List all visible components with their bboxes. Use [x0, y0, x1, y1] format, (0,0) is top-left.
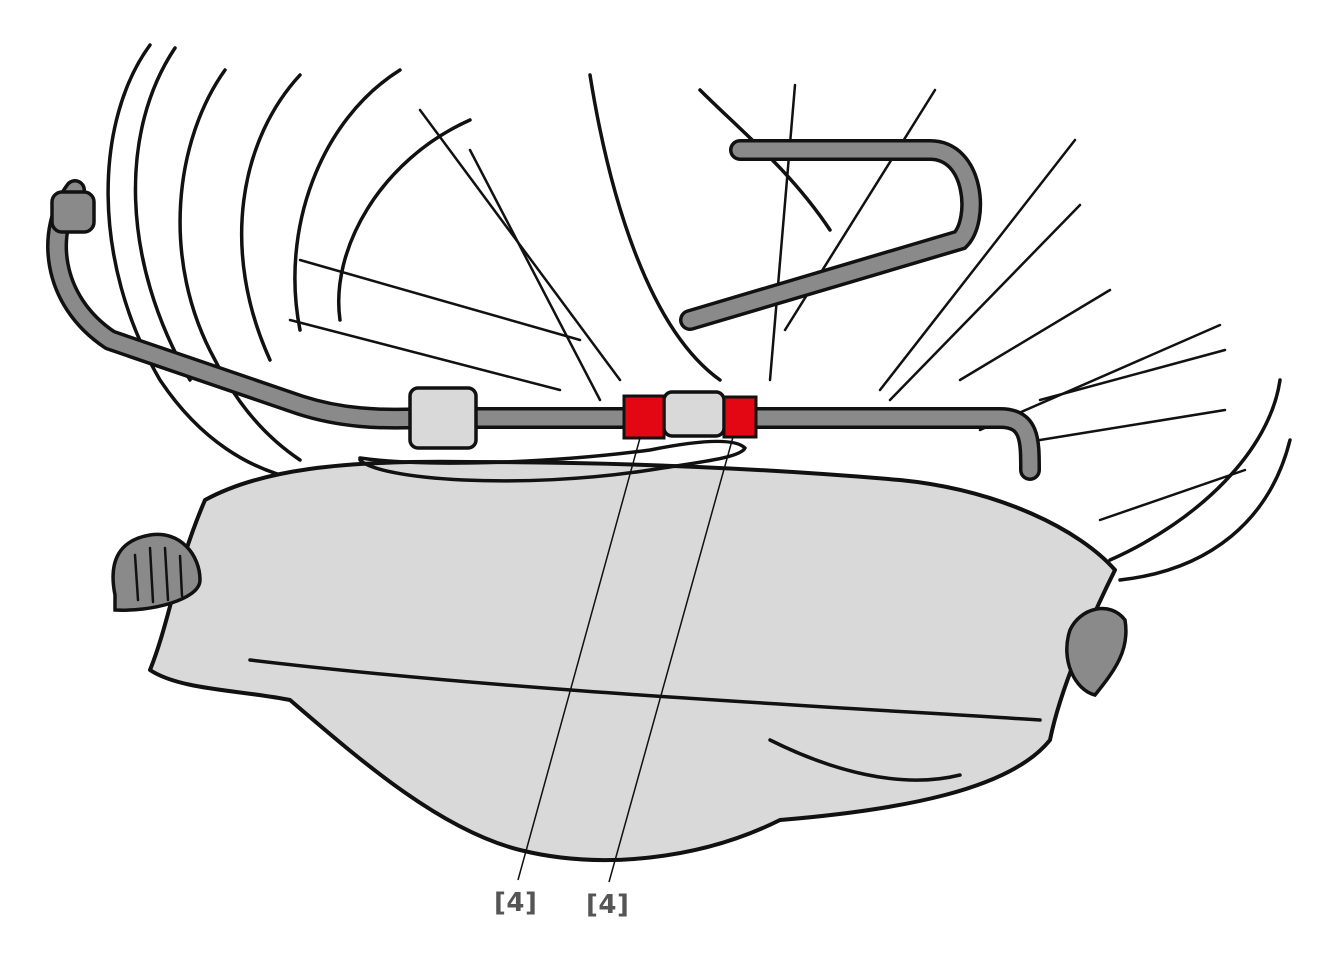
highlight-clamp-left [622, 394, 666, 440]
leader-line-1 [517, 437, 641, 881]
highlight-clamp-right [722, 395, 758, 439]
callout-label: [4] [586, 890, 630, 920]
pannier-rack-icon [46, 139, 1041, 481]
handlebar-bag-icon [111, 439, 1128, 862]
leader-line-2 [608, 436, 734, 883]
rear-wheel-icon [106, 43, 1292, 582]
callout-label: [4] [494, 888, 538, 918]
mounting-clamp-icon [408, 386, 758, 450]
